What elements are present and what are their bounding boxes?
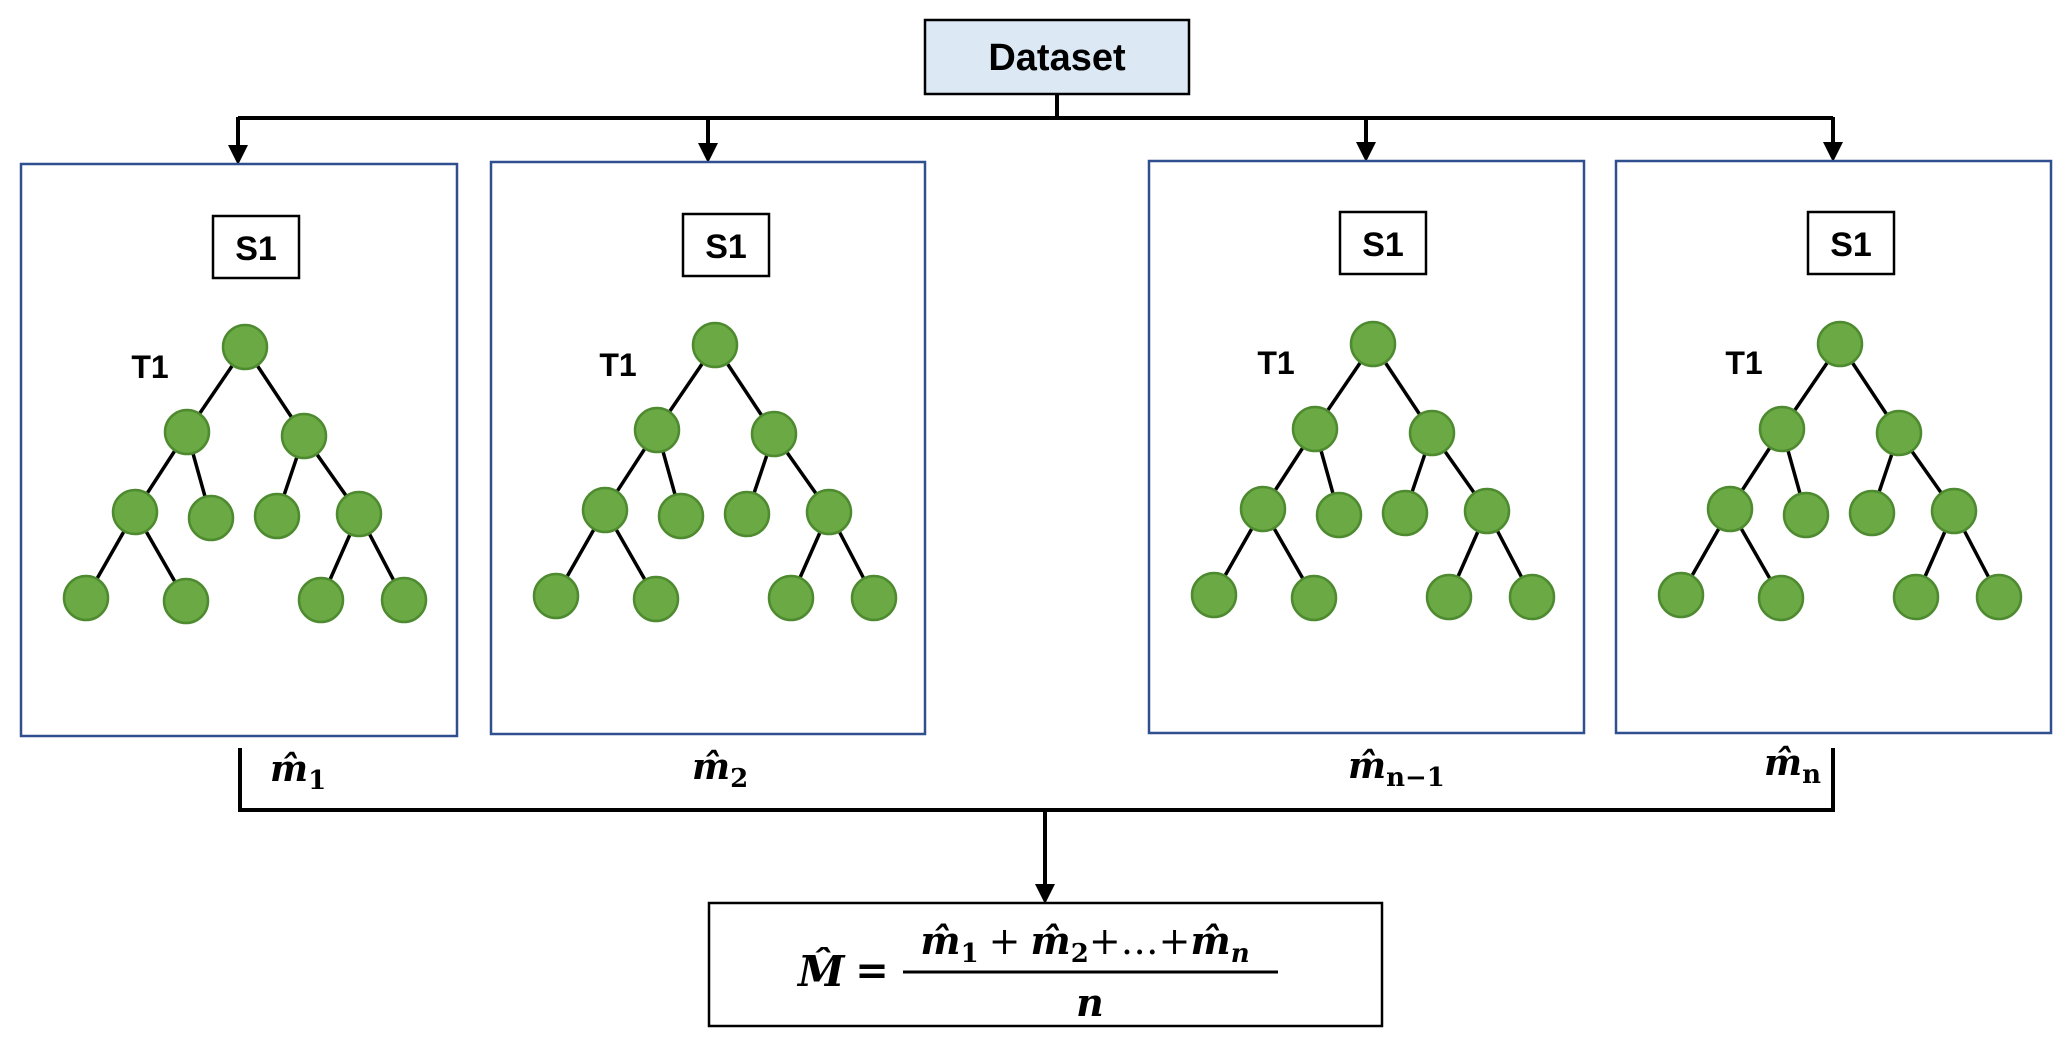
tree-node: [1381, 489, 1429, 537]
distribution-connector: [228, 94, 1843, 165]
tree-node: [163, 408, 211, 456]
tree-node: [297, 576, 345, 624]
tree-node: [767, 574, 815, 622]
sample-label: S1: [235, 230, 277, 268]
tree-node: [111, 488, 159, 536]
tree-label: T1: [1725, 345, 1762, 381]
tree-node: [1425, 573, 1473, 621]
tree-node: [1290, 574, 1338, 622]
tree-node: [1758, 405, 1806, 453]
tree-node: [633, 406, 681, 454]
decision-tree: [532, 321, 898, 623]
estimate-label-2: m̂2: [692, 746, 748, 794]
tree-node: [850, 574, 898, 622]
tree-node: [805, 488, 853, 536]
tree-node: [221, 323, 269, 371]
tree-node: [335, 490, 383, 538]
tree-label: T1: [599, 347, 636, 383]
tree-node: [1349, 320, 1397, 368]
model-box-1: S1 T1: [19, 162, 459, 738]
tree-node: [380, 576, 428, 624]
estimate-label-1: m̂1: [270, 748, 326, 796]
tree-node: [657, 492, 705, 540]
tree-node: [1816, 320, 1864, 368]
estimate-label-4: m̂n: [1764, 742, 1821, 790]
sample-label: S1: [705, 228, 747, 266]
dataset-box: Dataset: [923, 18, 1191, 96]
sample-box: [1806, 210, 1896, 276]
dataset-label: Dataset: [988, 37, 1126, 79]
estimate-label-3: m̂n−1: [1348, 745, 1445, 793]
model-box-2: S1 T1: [489, 160, 927, 736]
formula-numerator: m̂1+m̂2+…+m̂n: [920, 918, 1249, 969]
tree-node: [280, 412, 328, 460]
tree-node: [1930, 487, 1978, 535]
sample-label: S1: [1362, 226, 1404, 264]
model-box-4: S1 T1: [1614, 159, 2053, 735]
decision-tree: [62, 323, 428, 625]
tree-node: [1508, 573, 1556, 621]
tree-node: [1782, 491, 1830, 539]
tree-node: [1190, 571, 1238, 619]
decision-tree: [1657, 320, 2023, 622]
tree-node: [723, 490, 771, 538]
tree-node: [187, 494, 235, 542]
tree-label: T1: [1257, 345, 1294, 381]
tree-node: [532, 572, 580, 620]
tree-node: [581, 486, 629, 534]
formula-lhs: M̂: [796, 945, 846, 996]
tree-node: [1848, 489, 1896, 537]
formula-equals: =: [855, 947, 889, 994]
decision-tree: [1190, 320, 1556, 622]
tree-node: [1875, 409, 1923, 457]
tree-label: T1: [131, 349, 168, 385]
tree-node: [1291, 405, 1339, 453]
aggregation-connector: [238, 748, 1835, 904]
tree-node: [1408, 409, 1456, 457]
tree-node: [1315, 491, 1363, 539]
tree-node: [1463, 487, 1511, 535]
tree-node: [750, 410, 798, 458]
tree-node: [1239, 485, 1287, 533]
tree-node: [632, 575, 680, 623]
tree-node: [1892, 573, 1940, 621]
sample-box: [211, 214, 301, 280]
model-box-3: S1 T1: [1147, 159, 1586, 735]
sample-label: S1: [1830, 226, 1872, 264]
tree-node: [253, 492, 301, 540]
tree-node: [1706, 485, 1754, 533]
formula-denominator: n: [1076, 980, 1104, 1025]
formula-box: M̂ = m̂1+m̂2+…+m̂n n: [707, 901, 1384, 1028]
sample-box: [1338, 210, 1428, 276]
tree-node: [1975, 573, 2023, 621]
tree-node: [1657, 571, 1705, 619]
tree-node: [162, 577, 210, 625]
sample-box: [681, 212, 771, 278]
tree-node: [62, 574, 110, 622]
tree-node: [1757, 574, 1805, 622]
tree-node: [691, 321, 739, 369]
